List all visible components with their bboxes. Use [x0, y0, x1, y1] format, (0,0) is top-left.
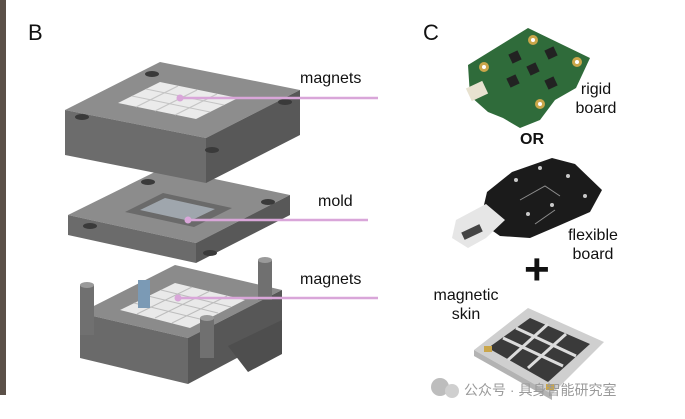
- left-photo-strip: [0, 0, 6, 395]
- rigid-board-image: [465, 28, 590, 128]
- label-bottom-magnets: magnets: [300, 271, 362, 288]
- plus-sign: +: [524, 245, 550, 294]
- watermark-logo-icon: [431, 378, 459, 398]
- leader-lines: [174, 94, 378, 302]
- label-magnetic-skin: magnetic skin: [433, 287, 499, 323]
- label-flexible-board: flexible board: [568, 227, 618, 263]
- panel-b-letter: B: [28, 20, 43, 45]
- watermark-text: 公众号 · 具身智能研究室: [464, 382, 617, 398]
- magnetic-skin-image: [474, 308, 604, 400]
- bottom-grid: [133, 286, 232, 324]
- label-top-magnets: magnets: [300, 70, 362, 87]
- middle-plate: [68, 168, 290, 263]
- panel-c-letter: C: [423, 20, 439, 45]
- flexible-board-image: [452, 158, 602, 248]
- label-rigid-board: rigid board: [575, 81, 617, 117]
- label-mold: mold: [318, 193, 353, 210]
- label-or: OR: [520, 131, 544, 148]
- bottom-plate: [80, 265, 282, 384]
- alignment-pins: [80, 257, 272, 358]
- top-plate: [65, 62, 300, 183]
